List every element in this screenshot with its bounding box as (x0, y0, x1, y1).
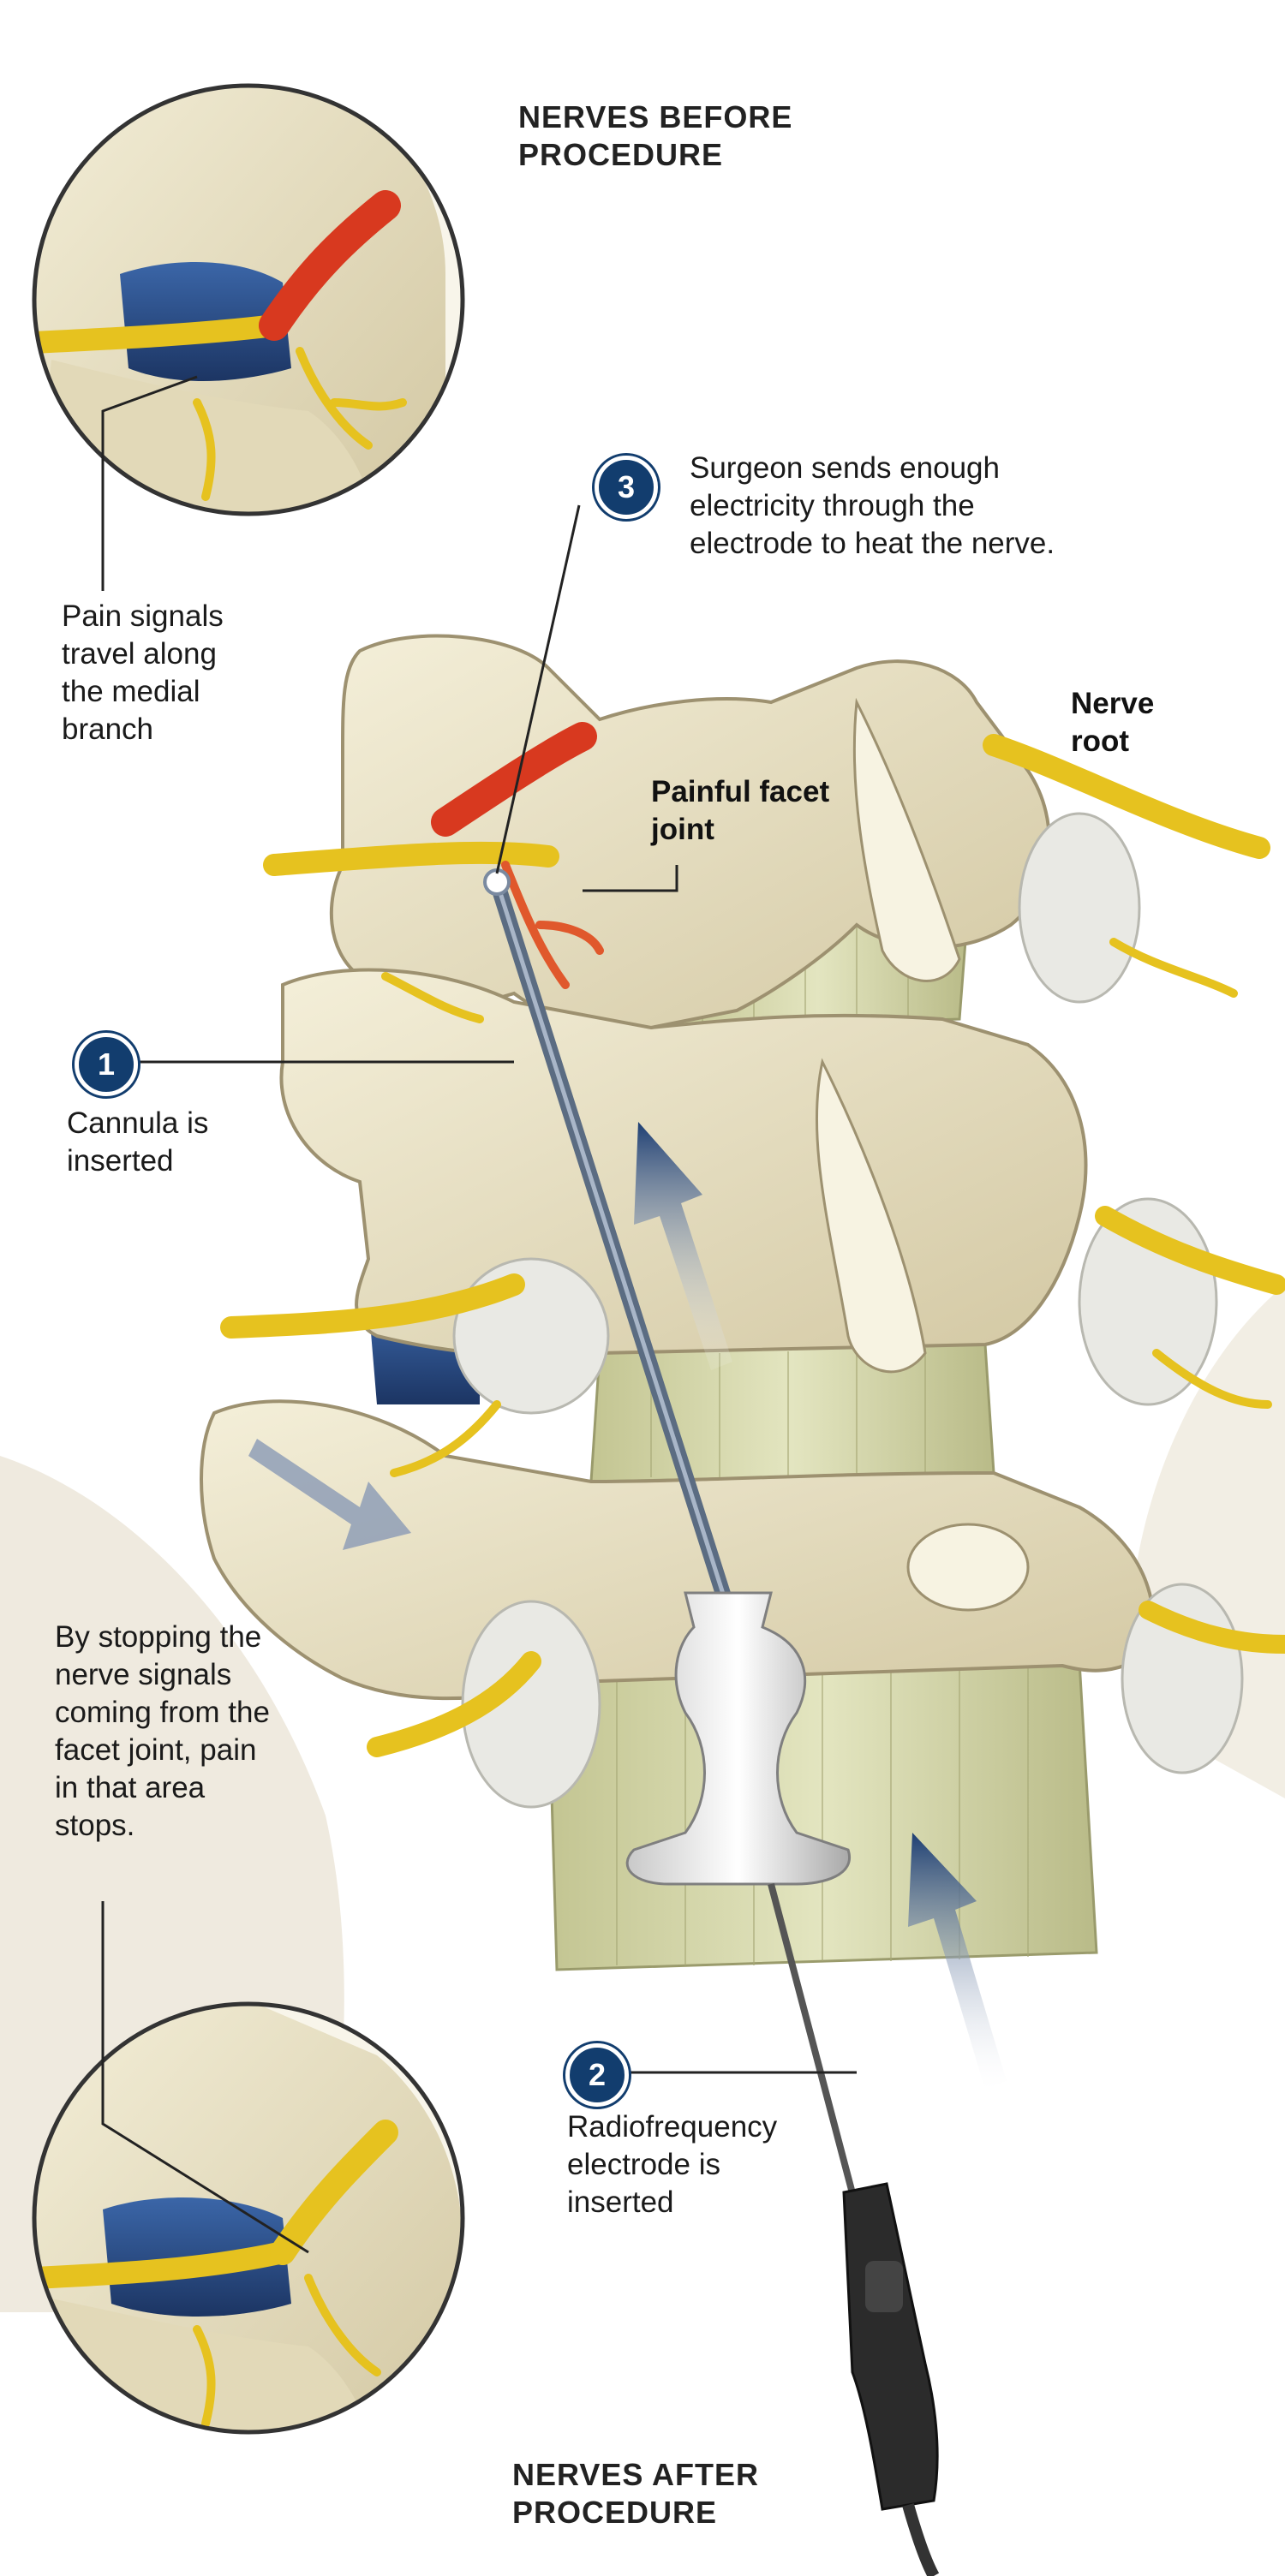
spinous-process (906, 1523, 1030, 1612)
pain-signals-label: Pain signals travel along the medial bra… (62, 599, 224, 746)
before-inset-art (34, 86, 445, 514)
step-1-badge: 1 (75, 1033, 138, 1096)
spinous-process (852, 697, 961, 982)
leader-lines (101, 375, 857, 2254)
inflamed-nerve (501, 861, 604, 989)
step-3-text: Surgeon sends enough electricity through… (690, 451, 1055, 560)
step-2-text: Radiofrequency electrode is inserted (567, 2110, 778, 2219)
vertebra (279, 968, 1088, 1358)
before-inset-frame (32, 83, 465, 516)
direction-arrow (634, 1122, 732, 1370)
direction-arrow (248, 1439, 411, 1550)
cannula-handle (625, 1591, 852, 1886)
after-inset-frame (32, 2001, 465, 2435)
step-3-badge: 3 (595, 456, 658, 519)
painful-facet-joint-label: Painful facet joint (651, 775, 830, 846)
nerve-root-label: Nerve root (1071, 687, 1155, 758)
before-heading: NERVES BEFORE PROCEDURE (518, 99, 793, 172)
electrode (768, 1882, 860, 2211)
step-1-text: Cannula is inserted (67, 1106, 209, 1178)
spinous-process (815, 1058, 927, 1374)
direction-arrow (908, 1833, 1007, 2090)
electrode-grip (865, 2261, 903, 2312)
electrode-handle (842, 2182, 939, 2511)
stopping-signals-label: By stopping the nerve signals coming fro… (55, 1620, 270, 1842)
nerves (220, 734, 1285, 1757)
after-heading: NERVES AFTER PROCEDURE (512, 2457, 760, 2530)
step-2-badge: 2 (565, 2043, 629, 2107)
electrode-tip (483, 868, 511, 896)
electrode-cable (902, 2503, 940, 2576)
cannula (494, 881, 731, 1611)
